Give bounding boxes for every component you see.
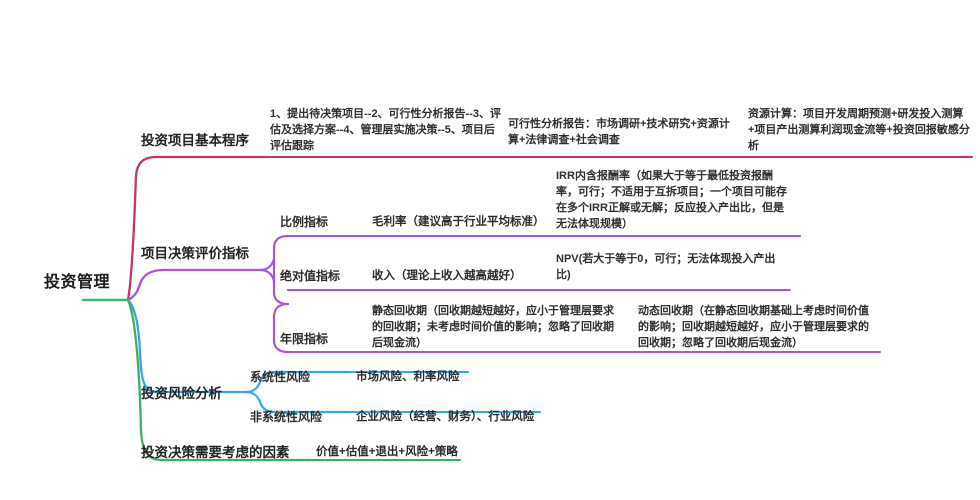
risk-value-systemic[interactable]: 市场风险、利率风险 <box>356 371 460 383</box>
metric-detail-dynamic-payback[interactable]: 动态回收期（在静态回收期基础上考虑时间价值的影响；回收期越短越好，应小于管理层要… <box>638 305 869 349</box>
factors-value[interactable]: 价值+估值+退出+风险+策略 <box>316 446 458 458</box>
program-steps-text[interactable]: 1、提出待决策项目--2、可行性分析报告--3、评估及选择方案--4、管理层实施… <box>270 108 502 152</box>
edge-branch-risk <box>126 298 247 394</box>
branch-label-decision-metrics[interactable]: 项目决策评价指标 <box>141 246 249 261</box>
branch-label-decision-factors[interactable]: 投资决策需要考虑的因素 <box>141 445 290 460</box>
risk-label-nonsystemic[interactable]: 非系统性风险 <box>250 410 323 424</box>
root-node-label[interactable]: 投资管理 <box>44 274 111 291</box>
metric-label-ratio[interactable]: 比例指标 <box>280 215 329 229</box>
program-feasibility-text[interactable]: 可行性分析报告：市场调研+技术研究+资源计算+法律调查+社会调查 <box>508 118 730 146</box>
risk-label-systemic[interactable]: 系统性风险 <box>250 370 311 384</box>
metric-label-absolute[interactable]: 绝对值指标 <box>280 269 341 283</box>
branch-label-investment-program[interactable]: 投资项目基本程序 <box>141 133 249 148</box>
metric-value-ratio[interactable]: 毛利率（建议高于行业平均标准） <box>372 216 545 228</box>
metric-value-absolute[interactable]: 收入（理论上收入越高越好） <box>372 270 522 282</box>
edge-metric-row-absolute <box>262 290 274 300</box>
metric-detail-npv[interactable]: NPV(若大于等于0，可行；无法体现投入产出比) <box>556 253 776 281</box>
risk-value-nonsystemic[interactable]: 企业风险（经营、财务）、行业风险 <box>356 411 535 423</box>
program-resources-text[interactable]: 资源计算：项目开发周期预测+研发投入测算+项目产出测算利润现金流等+投资回报敏感… <box>748 108 970 152</box>
metric-label-term[interactable]: 年限指标 <box>280 332 329 346</box>
metric-value-static-payback[interactable]: 静态回收期（回收期越短越好，应小于管理层要求的回收期；未考虑时间价值的影响；忽略… <box>372 305 614 349</box>
metric-detail-irr[interactable]: IRR内含报酬率（如果大于等于最低投资报酬率，可行；不适用于互拆项目；一个项目可… <box>556 170 787 230</box>
branch-label-risk-analysis[interactable]: 投资风险分析 <box>141 386 222 401</box>
